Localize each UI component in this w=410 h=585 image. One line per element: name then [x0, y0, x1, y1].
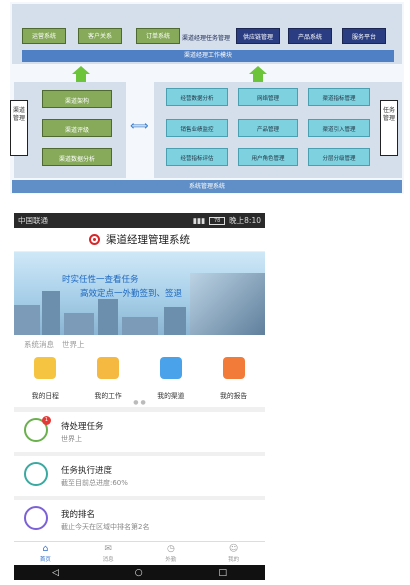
task-pending[interactable]: 1 待处理任务 世界上	[14, 412, 265, 456]
notice-label: 系统消息	[24, 339, 54, 349]
task-item-9: 分层分级管理	[308, 148, 370, 166]
status-bar: 中国联通 ▮▮▮ 78 晚上8:10	[14, 213, 265, 228]
top-systems-panel: 运营系统 客户关系 订单系统 渠道经理任务管理 供应链管理 产品系统 服务平台 …	[12, 4, 402, 64]
message-icon: ✉	[104, 544, 112, 554]
top-system-5: 产品系统	[288, 28, 332, 44]
city-skyline	[14, 305, 40, 335]
tab-label: 首页	[39, 557, 51, 563]
task-subtitle: 世界上	[61, 435, 82, 443]
task-item-2: 网络管理	[238, 88, 298, 106]
channel-item-3: 渠道数据分析	[42, 148, 112, 166]
task-ranking[interactable]: 我的排名 截止今天在区域中排名第2名	[14, 500, 265, 540]
city-skyline	[164, 307, 186, 335]
top-system-2: 客户关系	[78, 28, 122, 44]
clock-icon: ◷	[166, 544, 175, 554]
divider	[14, 407, 265, 412]
banner-line-2: 高效定点一外勤签到、签退	[80, 289, 183, 299]
task-item-1: 经营数据分析	[166, 88, 228, 106]
task-label: 任务管理	[380, 100, 398, 156]
arrow-up-icon	[249, 66, 267, 74]
channel-label: 渠道管理	[10, 100, 28, 156]
shortcut-work[interactable]: 我的工作	[83, 357, 133, 402]
shortcut-schedule[interactable]: 我的日程	[20, 357, 70, 402]
task-panel: 经营数据分析 网络管理 渠道指标管理 销售业绩监控 产品管理 渠道引入管理 经营…	[154, 82, 402, 178]
arrow-up-icon	[72, 66, 90, 74]
home-icon: ⌂	[42, 544, 49, 554]
task-title: 我的排名	[61, 510, 96, 520]
recents-icon[interactable]: □	[218, 567, 228, 578]
task-progress[interactable]: 任务执行进度 截至目前总进度:60%	[14, 456, 265, 500]
phone-screen: 中国联通 ▮▮▮ 78 晚上8:10 渠道经理管理系统 时实任性一查看任务 高效…	[14, 213, 265, 580]
tab-field[interactable]: ◷ 外勤	[151, 542, 191, 565]
android-nav-bar: ◁ ○ □	[14, 565, 265, 580]
task-icon: 1	[24, 416, 51, 442]
tab-messages[interactable]: ✉ 消息	[88, 542, 128, 565]
tab-label: 我的	[228, 557, 240, 563]
carrier-label: 中国联通	[18, 216, 48, 225]
shortcut-label: 我的日程	[31, 392, 59, 400]
top-system-1: 运营系统	[22, 28, 66, 44]
arrow-stem	[76, 74, 86, 82]
home-circle-icon[interactable]: ○	[134, 567, 143, 578]
channel-item-2: 渠道评级	[42, 119, 112, 137]
task-subtitle: 截至目前总进度:60%	[61, 479, 128, 487]
channel-panel: 渠道管理 渠道架构 渠道评级 渠道数据分析	[10, 82, 126, 178]
app-header: 渠道经理管理系统	[14, 228, 265, 252]
city-skyline	[64, 313, 94, 335]
city-skyline	[122, 317, 158, 335]
channel-item-1: 渠道架构	[42, 90, 112, 108]
task-item-5: 产品管理	[238, 119, 298, 137]
task-item-7: 经营指标评估	[166, 148, 228, 166]
task-management-system: 渠道经理任务管理	[181, 35, 230, 42]
top-system-4: 供应链管理	[236, 28, 280, 44]
architecture-diagram: 运营系统 客户关系 订单系统 渠道经理任务管理 供应链管理 产品系统 服务平台 …	[10, 2, 404, 194]
network-icon	[159, 357, 182, 379]
calendar-icon	[34, 357, 57, 379]
report-icon	[222, 357, 245, 379]
page-indicator: ● ●	[133, 399, 146, 406]
task-item-8: 用户角色管理	[238, 148, 298, 166]
user-icon: ☺	[228, 544, 239, 554]
top-system-3: 订单系统	[136, 28, 180, 44]
signal-icon: ▮▮▮	[192, 216, 206, 225]
document-icon	[97, 357, 120, 379]
banner-line-1: 时实任性一查看任务	[62, 275, 139, 285]
bottom-tab-bar: ⌂ 首页 ✉ 消息 ◷ 外勤 ☺ 我的	[14, 541, 265, 565]
task-item-6: 渠道引入管理	[308, 119, 370, 137]
unread-badge: 1	[42, 416, 51, 425]
shortcut-report[interactable]: 我的报告	[209, 357, 259, 402]
progress-icon	[24, 462, 48, 486]
task-item-4: 销售业绩监控	[166, 119, 228, 137]
system-notice[interactable]: 系统消息 世界上	[14, 335, 265, 353]
battery-icon: 78	[209, 216, 226, 225]
notice-text: 世界上	[62, 339, 85, 349]
top-system-6: 服务平台	[342, 28, 386, 44]
city-skyline	[42, 291, 60, 335]
clock-label: 晚上8:10	[229, 216, 261, 225]
task-title: 任务执行进度	[61, 466, 113, 476]
bidirectional-arrow-icon: ⟺	[130, 119, 149, 134]
shortcut-label: 我的报告	[220, 392, 248, 400]
shortcut-label: 我的工作	[94, 392, 122, 400]
tab-label: 外勤	[165, 557, 177, 563]
city-skyline	[98, 299, 118, 335]
system-management-bar: 系统管理系统	[12, 180, 402, 193]
city-skyline	[190, 273, 265, 335]
work-module-bar: 渠道经理工作模块	[22, 50, 394, 62]
task-title: 待处理任务	[61, 422, 104, 432]
tab-mine[interactable]: ☺ 我的	[214, 542, 254, 565]
promo-banner[interactable]: 时实任性一查看任务 高效定点一外勤签到、签退	[14, 252, 265, 335]
back-icon[interactable]: ◁	[51, 567, 59, 578]
task-item-3: 渠道指标管理	[308, 88, 370, 106]
task-subtitle: 截止今天在区域中排名第2名	[61, 523, 150, 531]
app-title: 渠道经理管理系统	[106, 234, 190, 246]
tab-label: 消息	[102, 557, 114, 563]
shortcut-label: 我的渠道	[157, 392, 185, 400]
arrow-stem	[253, 74, 263, 82]
shortcut-channel[interactable]: 我的渠道	[146, 357, 196, 402]
tab-home[interactable]: ⌂ 首页	[25, 542, 65, 565]
ranking-icon	[24, 506, 48, 530]
bank-logo-icon	[89, 234, 100, 245]
shortcut-grid: 我的日程 我的工作 我的渠道 我的报告	[14, 353, 265, 401]
